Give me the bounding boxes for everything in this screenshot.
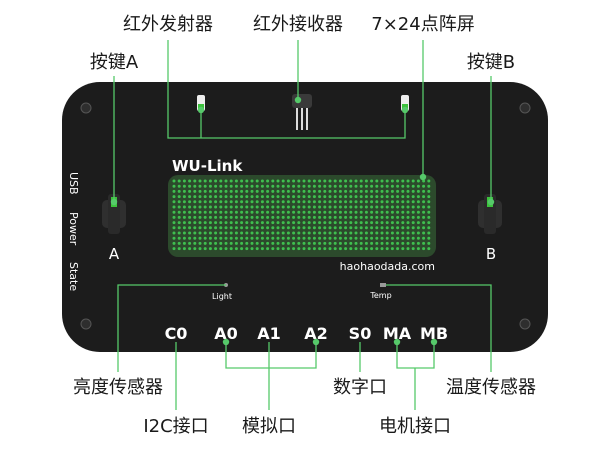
state-label: State xyxy=(67,262,80,291)
leader-lines xyxy=(113,40,492,410)
callout-motor-port: 电机接口 xyxy=(379,416,451,437)
callout-button-b: 按键B xyxy=(467,52,515,73)
callout-analog-port: 模拟口 xyxy=(242,416,296,437)
light-label: Light xyxy=(212,292,232,301)
led-matrix-dots xyxy=(172,179,431,251)
temp-label: Temp xyxy=(369,291,391,300)
screw-icon xyxy=(519,102,531,114)
screw-icon xyxy=(80,318,92,330)
port-a2: A2 xyxy=(304,324,328,343)
led-matrix xyxy=(168,175,436,257)
callout-light-sensor: 亮度传感器 xyxy=(73,377,163,398)
callout-ir-emitter: 红外发射器 xyxy=(123,14,213,35)
button-a xyxy=(102,194,126,234)
temp-sensor xyxy=(380,283,386,287)
screw-icon xyxy=(519,318,531,330)
button-b-label: B xyxy=(486,245,496,263)
port-s0: S0 xyxy=(349,324,372,343)
power-label: Power xyxy=(67,212,80,246)
callout-led-matrix: 7×24点阵屏 xyxy=(371,14,474,35)
usb-label: USB xyxy=(67,172,80,195)
screw-icon xyxy=(80,102,92,114)
callout-i2c-port: I2C接口 xyxy=(143,416,208,437)
port-mb: MB xyxy=(420,324,448,343)
board-website: haohaodada.com xyxy=(340,260,435,273)
port-a0: A0 xyxy=(214,324,238,343)
leader-dots xyxy=(110,96,495,346)
port-a1: A1 xyxy=(257,324,281,343)
port-ma: MA xyxy=(383,324,412,343)
callout-button-a: 按键A xyxy=(90,52,139,73)
callout-ir-receiver: 红外接收器 xyxy=(253,14,343,35)
callout-digital-port: 数字口 xyxy=(333,377,387,398)
callout-temp-sensor: 温度传感器 xyxy=(446,377,536,398)
board-title: WU-Link xyxy=(172,157,243,175)
port-c0: C0 xyxy=(165,324,188,343)
button-a-label: A xyxy=(109,245,120,263)
